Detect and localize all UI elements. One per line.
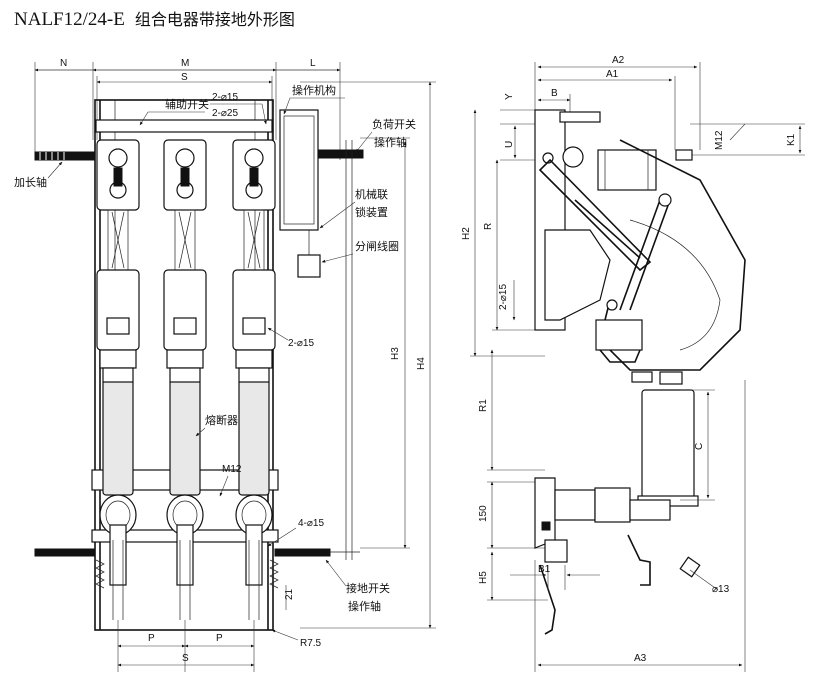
side-left-dimensions: H2 R 2-⌀15 R1 150 H5 <box>461 109 548 601</box>
dim-u: U <box>504 141 515 148</box>
earth-switch-shaft <box>34 548 360 557</box>
label-aux-switch: 辅助开关 <box>165 97 209 111</box>
label-fuse: 熔断器 <box>205 413 238 427</box>
dim-bolt: M12 <box>222 464 242 475</box>
label-load-switch-2: 操作轴 <box>374 135 407 149</box>
side-earth-assembly: ⌀13 B1 <box>510 477 730 635</box>
side-top-dimensions: A2 A1 B Y U <box>500 55 701 161</box>
dim-c: C <box>694 443 705 450</box>
dim-p1: P <box>148 633 155 644</box>
dim-hole-b: 2-⌀25 <box>212 108 238 119</box>
dim-h2: H2 <box>461 227 472 240</box>
extension-shaft <box>34 151 96 161</box>
dim-m12: M12 <box>714 130 725 150</box>
dim-hole: 2-⌀15 <box>498 284 509 310</box>
dim-a2: A2 <box>612 55 625 66</box>
dim-s-bottom: S <box>182 653 189 664</box>
dim-hole-a: 2-⌀15 <box>212 92 238 103</box>
dim-hole-d: 4-⌀15 <box>298 518 324 529</box>
dim-a3: A3 <box>634 653 647 664</box>
drawing-model: NALF12/24-E <box>14 9 125 30</box>
front-view: N M L S H3 H4 <box>14 58 436 672</box>
drawing-name: 组合电器带接地外形图 <box>134 10 295 29</box>
label-earth-switch-1: 接地开关 <box>346 581 390 595</box>
dim-y: Y <box>504 93 515 100</box>
dim-h3: H3 <box>390 347 401 360</box>
side-view: A2 A1 B Y U M12 K1 H2 R 2-⌀15 <box>461 55 805 672</box>
label-earth-switch-2: 操作轴 <box>348 599 381 613</box>
pole-2 <box>163 139 207 620</box>
pole-3 <box>232 139 276 620</box>
label-trip-coil: 分闸线圈 <box>355 239 399 253</box>
dim-b1: B1 <box>538 564 551 575</box>
dim-h4: H4 <box>416 357 427 370</box>
earth-springs <box>95 559 279 589</box>
dim-k1: K1 <box>786 133 797 146</box>
dim-b: B <box>551 88 558 99</box>
label-mechanism: 操作机构 <box>292 83 336 97</box>
top-dimensions: N M L S <box>34 58 341 160</box>
dim-r1: R1 <box>478 399 489 412</box>
dim-a1: A1 <box>606 69 619 80</box>
dim-hole-c: 2-⌀15 <box>288 338 314 349</box>
right-vertical-dimensions: H3 H4 <box>300 81 436 629</box>
side-fuse: C <box>637 389 715 507</box>
dim-m: M <box>181 58 189 69</box>
dim-r75: R7.5 <box>300 638 322 649</box>
drawing-title: NALF12/24-E 组合电器带接地外形图 <box>14 6 295 31</box>
dim-21: 21 <box>284 588 295 600</box>
operating-mechanism <box>279 109 364 560</box>
dim-150: 150 <box>478 505 489 522</box>
bottom-dimensions: P P S 21 R7.5 <box>117 585 322 672</box>
dim-d13: ⌀13 <box>712 584 730 595</box>
front-labels: 辅助开关 2-⌀15 2-⌀25 操作机构 负荷开关 操作轴 机械联 锁装置 分… <box>14 83 416 613</box>
label-extension-shaft: 加长轴 <box>14 175 47 189</box>
side-right-dimensions: M12 K1 <box>690 123 805 156</box>
side-body <box>534 109 746 385</box>
pole-1 <box>96 139 140 620</box>
label-interlock-2: 锁装置 <box>355 205 388 219</box>
label-interlock-1: 机械联 <box>355 187 388 201</box>
dim-n: N <box>60 58 67 69</box>
dim-l: L <box>310 58 316 69</box>
dim-r: R <box>483 223 494 230</box>
dim-s-top: S <box>181 72 188 83</box>
side-bottom-dimension: A3 <box>534 380 746 672</box>
label-load-switch-1: 负荷开关 <box>372 117 416 131</box>
dim-p2: P <box>216 633 223 644</box>
dim-h5: H5 <box>478 571 489 584</box>
